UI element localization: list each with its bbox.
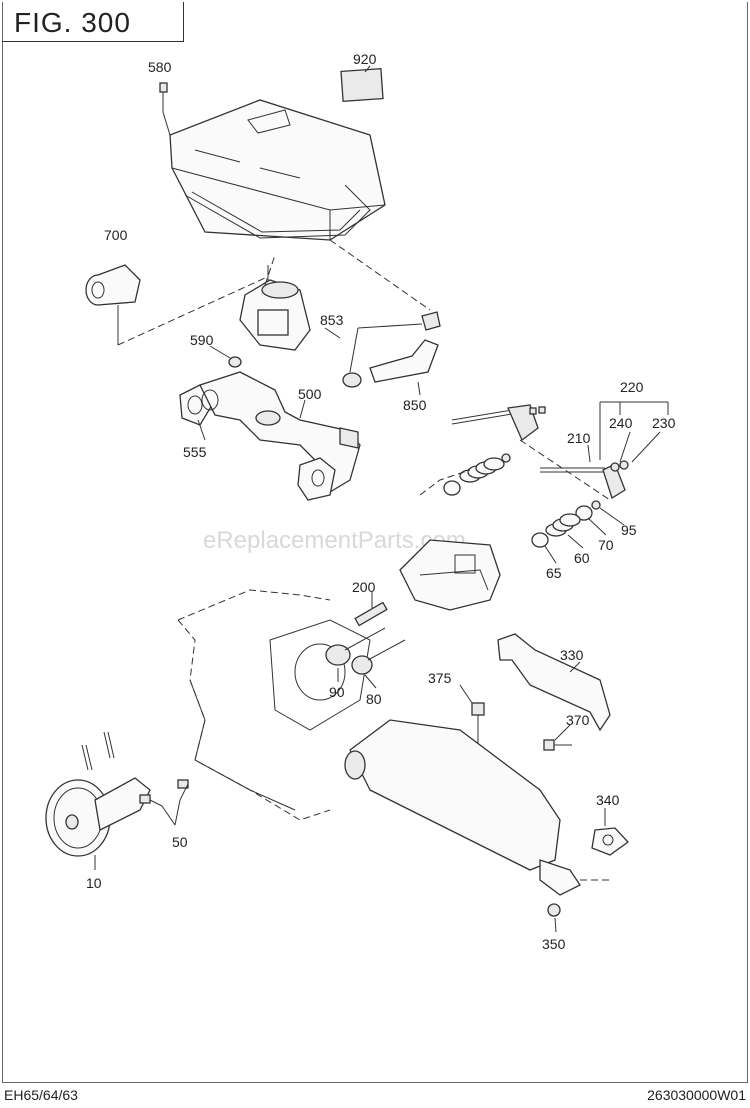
gasket-340 <box>591 827 629 856</box>
callout-580: 580 <box>148 59 172 75</box>
callout-220: 220 <box>620 379 644 395</box>
valve-spring-60 <box>545 513 581 537</box>
callout-200: 200 <box>352 579 376 595</box>
fuel-hose-850 <box>369 339 439 383</box>
air-cleaner-cover <box>169 99 386 241</box>
clip-853-top <box>421 311 441 331</box>
callout-80: 80 <box>366 691 382 707</box>
callout-60: 60 <box>574 550 590 566</box>
guide-pin-200 <box>354 601 388 627</box>
callout-90: 90 <box>329 684 345 700</box>
screw-580 <box>159 82 171 136</box>
spring-retainer-70 <box>575 505 593 521</box>
rocker-arm-upper <box>507 404 546 442</box>
intake-manifold-500 <box>199 371 361 501</box>
clip-853-bottom <box>342 372 362 388</box>
callout-95: 95 <box>621 522 637 538</box>
callout-920: 920 <box>353 51 377 67</box>
bolt-370 <box>543 739 572 751</box>
elbow-700 <box>85 264 141 345</box>
callout-50: 50 <box>172 834 188 850</box>
figure-title-box: FIG. 300 <box>2 2 184 42</box>
nut-350 <box>547 903 561 917</box>
callout-230: 230 <box>652 415 676 431</box>
diagram-code: 263030000W01 <box>647 1087 746 1103</box>
callout-370: 370 <box>566 712 590 728</box>
callout-700: 700 <box>104 227 128 243</box>
callout-375: 375 <box>428 670 452 686</box>
frame-right-border <box>747 2 748 1082</box>
air-cleaner-gasket <box>184 184 371 239</box>
intake-valve-90 <box>325 627 386 666</box>
rocker-arm-220 <box>602 460 629 499</box>
callout-240: 240 <box>609 415 633 431</box>
cylinder-head <box>399 539 501 611</box>
ring-washer-upper <box>443 480 461 496</box>
washer-95 <box>591 500 601 510</box>
frame-left-border <box>2 2 3 1082</box>
exhaust-valve-80 <box>351 639 406 675</box>
callout-210: 210 <box>567 430 591 446</box>
push-rod-upper <box>451 409 513 425</box>
muffler <box>344 719 581 896</box>
bolts-50 <box>139 779 189 826</box>
callout-500: 500 <box>298 386 322 402</box>
figure-title: FIG. 300 <box>14 7 131 38</box>
callout-590: 590 <box>190 332 214 348</box>
callout-850: 850 <box>403 397 427 413</box>
label-plate-920 <box>340 67 384 103</box>
muffler-bracket-330 <box>497 633 611 732</box>
tappets <box>81 731 115 771</box>
callout-340: 340 <box>596 792 620 808</box>
callout-350: 350 <box>542 936 566 952</box>
camshaft-gear-10 <box>45 777 151 857</box>
valve-spring-upper <box>459 453 511 483</box>
crankcase <box>177 589 371 821</box>
callout-330: 330 <box>560 647 584 663</box>
push-rod-210 <box>540 467 605 473</box>
callout-853: 853 <box>320 312 344 328</box>
carburetor <box>239 265 311 351</box>
callout-555: 555 <box>183 444 207 460</box>
callout-70: 70 <box>598 537 614 553</box>
callout-10: 10 <box>86 875 102 891</box>
nut-590 <box>228 356 242 368</box>
callout-65: 65 <box>546 565 562 581</box>
model-number: EH65/64/63 <box>4 1087 78 1103</box>
gasket-555 <box>179 384 213 426</box>
ring-65 <box>531 532 549 548</box>
frame-bottom-border <box>2 1082 748 1083</box>
